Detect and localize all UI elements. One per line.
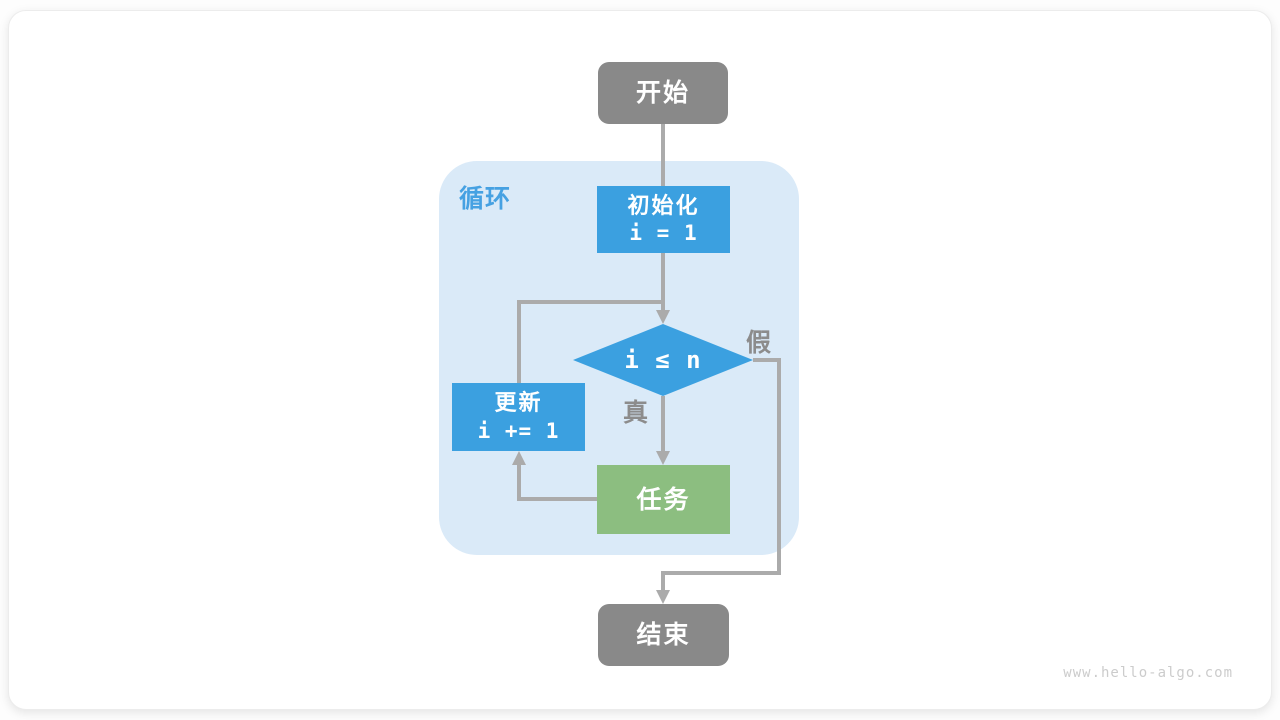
loop-region-label: 循环 [459,184,512,213]
node-update-label: 更新 [494,391,543,417]
node-update-code: i += 1 [477,418,560,443]
flowchart-card: 循环 开始 初始化 i = 1 i ≤ n [8,10,1272,710]
node-start: 开始 [598,62,728,124]
node-end-label: 结束 [636,620,691,650]
edge-label-true: 真 [623,398,649,427]
node-end: 结束 [598,604,729,666]
node-start-label: 开始 [635,78,690,108]
edge-label-false: 假 [746,328,772,357]
node-initialize-code: i = 1 [629,221,698,246]
node-update: 更新 i += 1 [452,383,585,451]
node-task-label: 任务 [636,484,691,514]
node-initialize: 初始化 i = 1 [597,186,730,253]
node-task: 任务 [597,465,730,534]
node-initialize-label: 初始化 [627,193,700,219]
watermark-url: www.hello-algo.com [1063,665,1233,681]
node-condition-code: i ≤ n [624,346,702,374]
